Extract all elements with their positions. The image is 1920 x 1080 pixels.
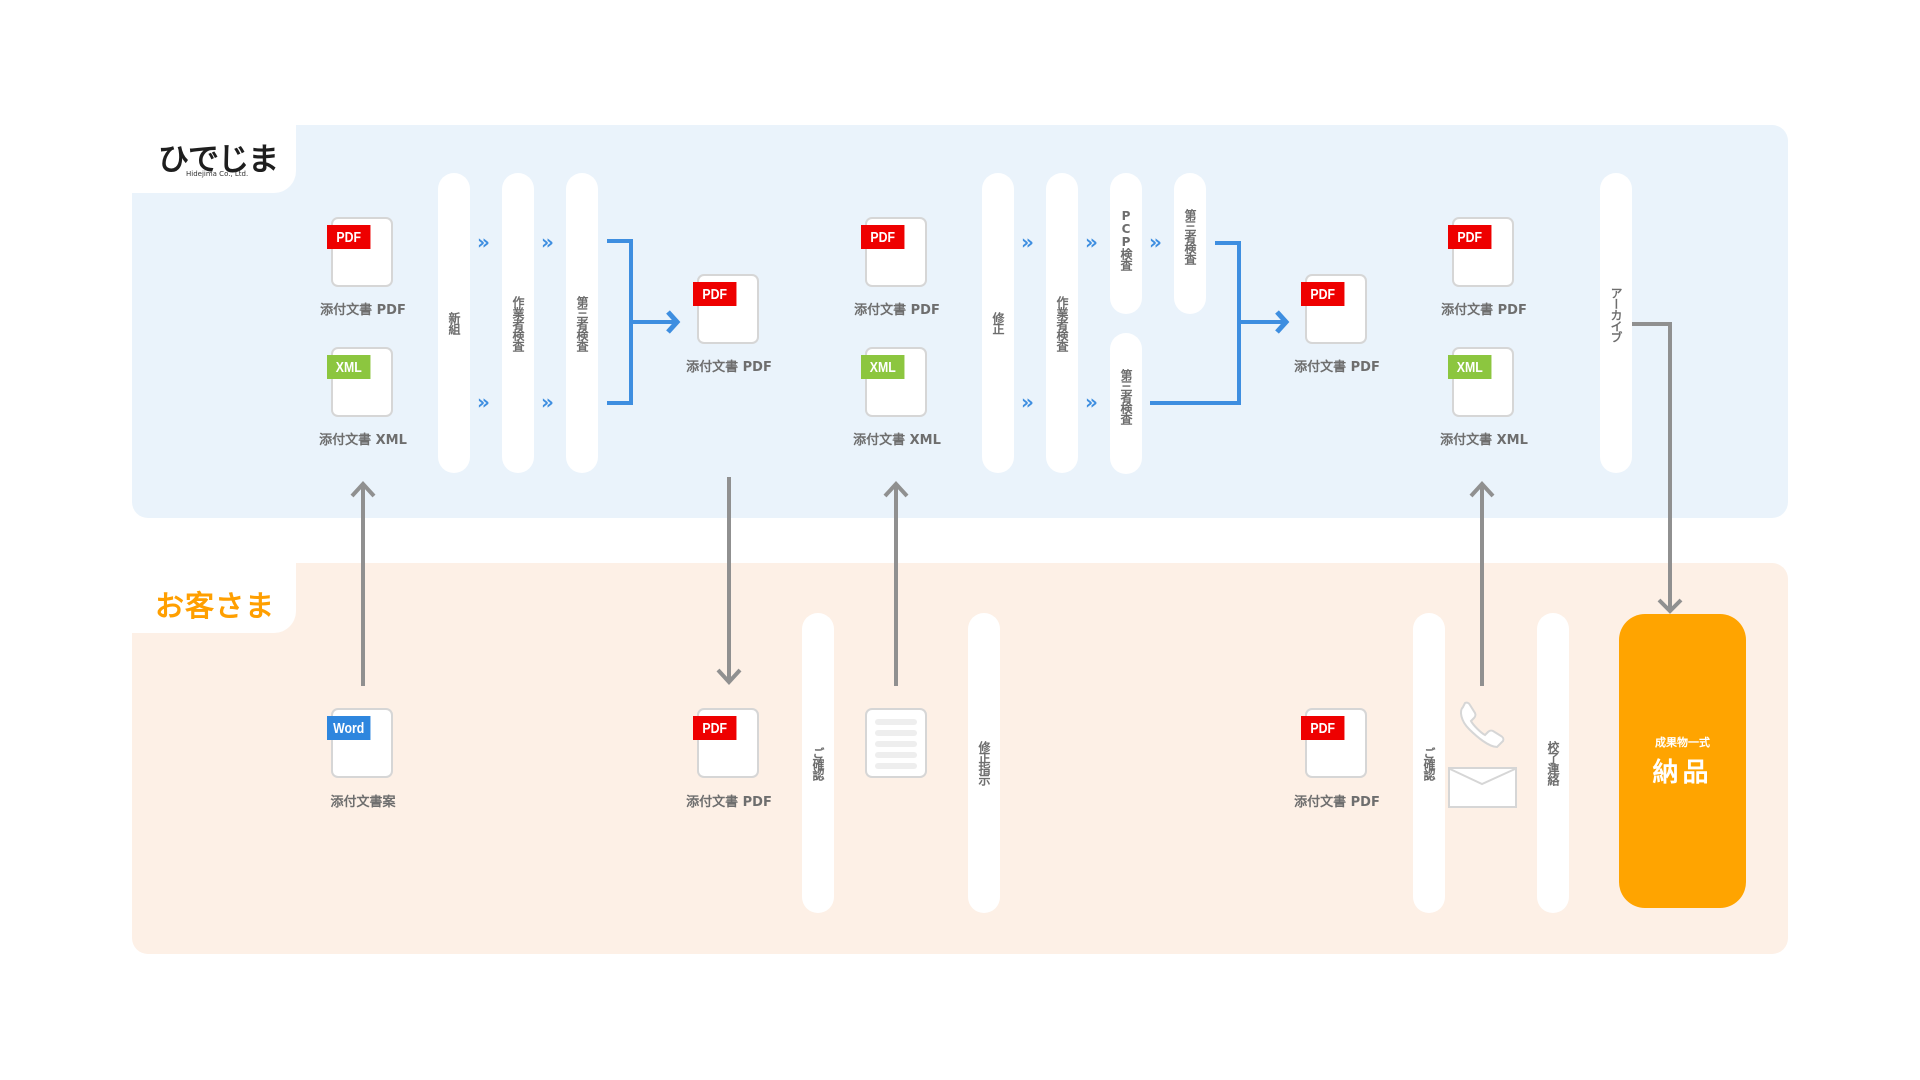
chevron-right-icon: »	[1085, 390, 1098, 414]
step-label: ご確認	[1422, 746, 1436, 780]
file-label: 添付文書 XML	[319, 433, 407, 448]
step-third-party-check-2: 第三者検査	[1174, 173, 1206, 314]
step-label: PCP検査	[1119, 209, 1133, 270]
xml-file-icon: XML	[861, 347, 927, 417]
step-label: 第三者検査	[575, 295, 589, 351]
company-logo: ひでじま	[158, 142, 279, 178]
pdf-badge: PDF	[693, 282, 737, 306]
word-badge: Word	[327, 716, 371, 740]
chevron-right-icon: »	[1085, 230, 1098, 254]
chevron-right-icon: »	[541, 390, 554, 414]
pdf-file-icon: PDF	[1301, 274, 1367, 344]
step-pcp-check: PCP検査	[1110, 173, 1142, 314]
word-file-icon: Word	[327, 708, 393, 778]
step-new-setup: 新組	[438, 173, 470, 473]
client-lane-tab	[120, 551, 296, 633]
chevron-right-icon: »	[477, 230, 490, 254]
file-label: 添付文書 PDF	[686, 360, 772, 375]
delivery-title: 納品	[1652, 757, 1713, 788]
pdf-badge: PDF	[1448, 225, 1492, 249]
xml-badge: XML	[1448, 355, 1492, 379]
step-label: アーカイブ	[1609, 287, 1623, 342]
step-label: 修正	[991, 312, 1005, 334]
step-third-party-check-1: 第三者検査	[566, 173, 598, 473]
file-label: 添付文書 PDF	[854, 303, 940, 318]
pdf-badge: PDF	[327, 225, 371, 249]
step-proof-complete-contact: 校了連絡	[1537, 613, 1569, 913]
step-worker-check-1: 作業者検査	[502, 173, 534, 473]
pdf-badge: PDF	[1301, 716, 1345, 740]
pdf-file-icon: PDF	[1301, 708, 1367, 778]
step-worker-check-2: 作業者検査	[1046, 173, 1078, 473]
chevron-right-icon: »	[1021, 230, 1034, 254]
step-label: 修正指示	[977, 741, 991, 785]
file-label: 添付文書 PDF	[320, 303, 406, 318]
chevron-right-icon: »	[477, 390, 490, 414]
file-label: 添付文書 XML	[1440, 433, 1528, 448]
step-third-party-check-3: 第三者検査	[1110, 333, 1142, 474]
step-label: 作業者検査	[1055, 295, 1069, 351]
step-revision: 修正	[982, 173, 1014, 473]
pdf-file-icon: PDF	[693, 708, 759, 778]
pdf-badge: PDF	[1301, 282, 1345, 306]
xml-file-icon: XML	[327, 347, 393, 417]
chevron-right-icon: »	[1149, 230, 1162, 254]
step-label: 作業者検査	[511, 295, 525, 351]
step-label: 第三者検査	[1183, 209, 1197, 264]
company-logo-subtext: Hidejima Co., Ltd.	[186, 170, 249, 178]
pdf-badge: PDF	[693, 716, 737, 740]
xml-file-icon: XML	[1448, 347, 1514, 417]
chevron-right-icon: »	[1021, 390, 1034, 414]
pdf-file-icon: PDF	[693, 274, 759, 344]
file-label: 添付文書案	[330, 795, 396, 810]
file-label: 添付文書 PDF	[686, 795, 772, 810]
company-lane-tab	[120, 113, 296, 193]
memo-document-icon	[865, 708, 927, 778]
step-client-confirm-2: ご確認	[1413, 613, 1445, 913]
company-lane	[132, 125, 1788, 518]
pdf-badge: PDF	[861, 225, 905, 249]
step-label: 第三者検査	[1119, 369, 1133, 424]
step-label: 校了連絡	[1546, 741, 1560, 785]
delivery-subtitle: 成果物一式	[1655, 735, 1710, 749]
file-label: 添付文書 XML	[853, 433, 941, 448]
xml-badge: XML	[861, 355, 905, 379]
phone-icon	[1460, 701, 1505, 749]
pdf-file-icon: PDF	[1448, 217, 1514, 287]
xml-badge: XML	[327, 355, 371, 379]
chevron-right-icon: »	[541, 230, 554, 254]
file-label: 添付文書 PDF	[1294, 360, 1380, 375]
client-lane-title: お客さま	[155, 589, 276, 623]
step-revision-instruction: 修正指示	[968, 613, 1000, 913]
pdf-file-icon: PDF	[861, 217, 927, 287]
pdf-file-icon: PDF	[327, 217, 393, 287]
step-archive: アーカイブ	[1600, 173, 1632, 473]
step-label: ご確認	[811, 746, 825, 780]
client-lane	[132, 563, 1788, 954]
delivery-box: 成果物一式 納品	[1619, 614, 1746, 908]
file-label: 添付文書 PDF	[1294, 795, 1380, 810]
file-label: 添付文書 PDF	[1441, 303, 1527, 318]
step-label: 新組	[447, 312, 461, 334]
mail-icon	[1448, 767, 1517, 808]
step-client-confirm-1: ご確認	[802, 613, 834, 913]
